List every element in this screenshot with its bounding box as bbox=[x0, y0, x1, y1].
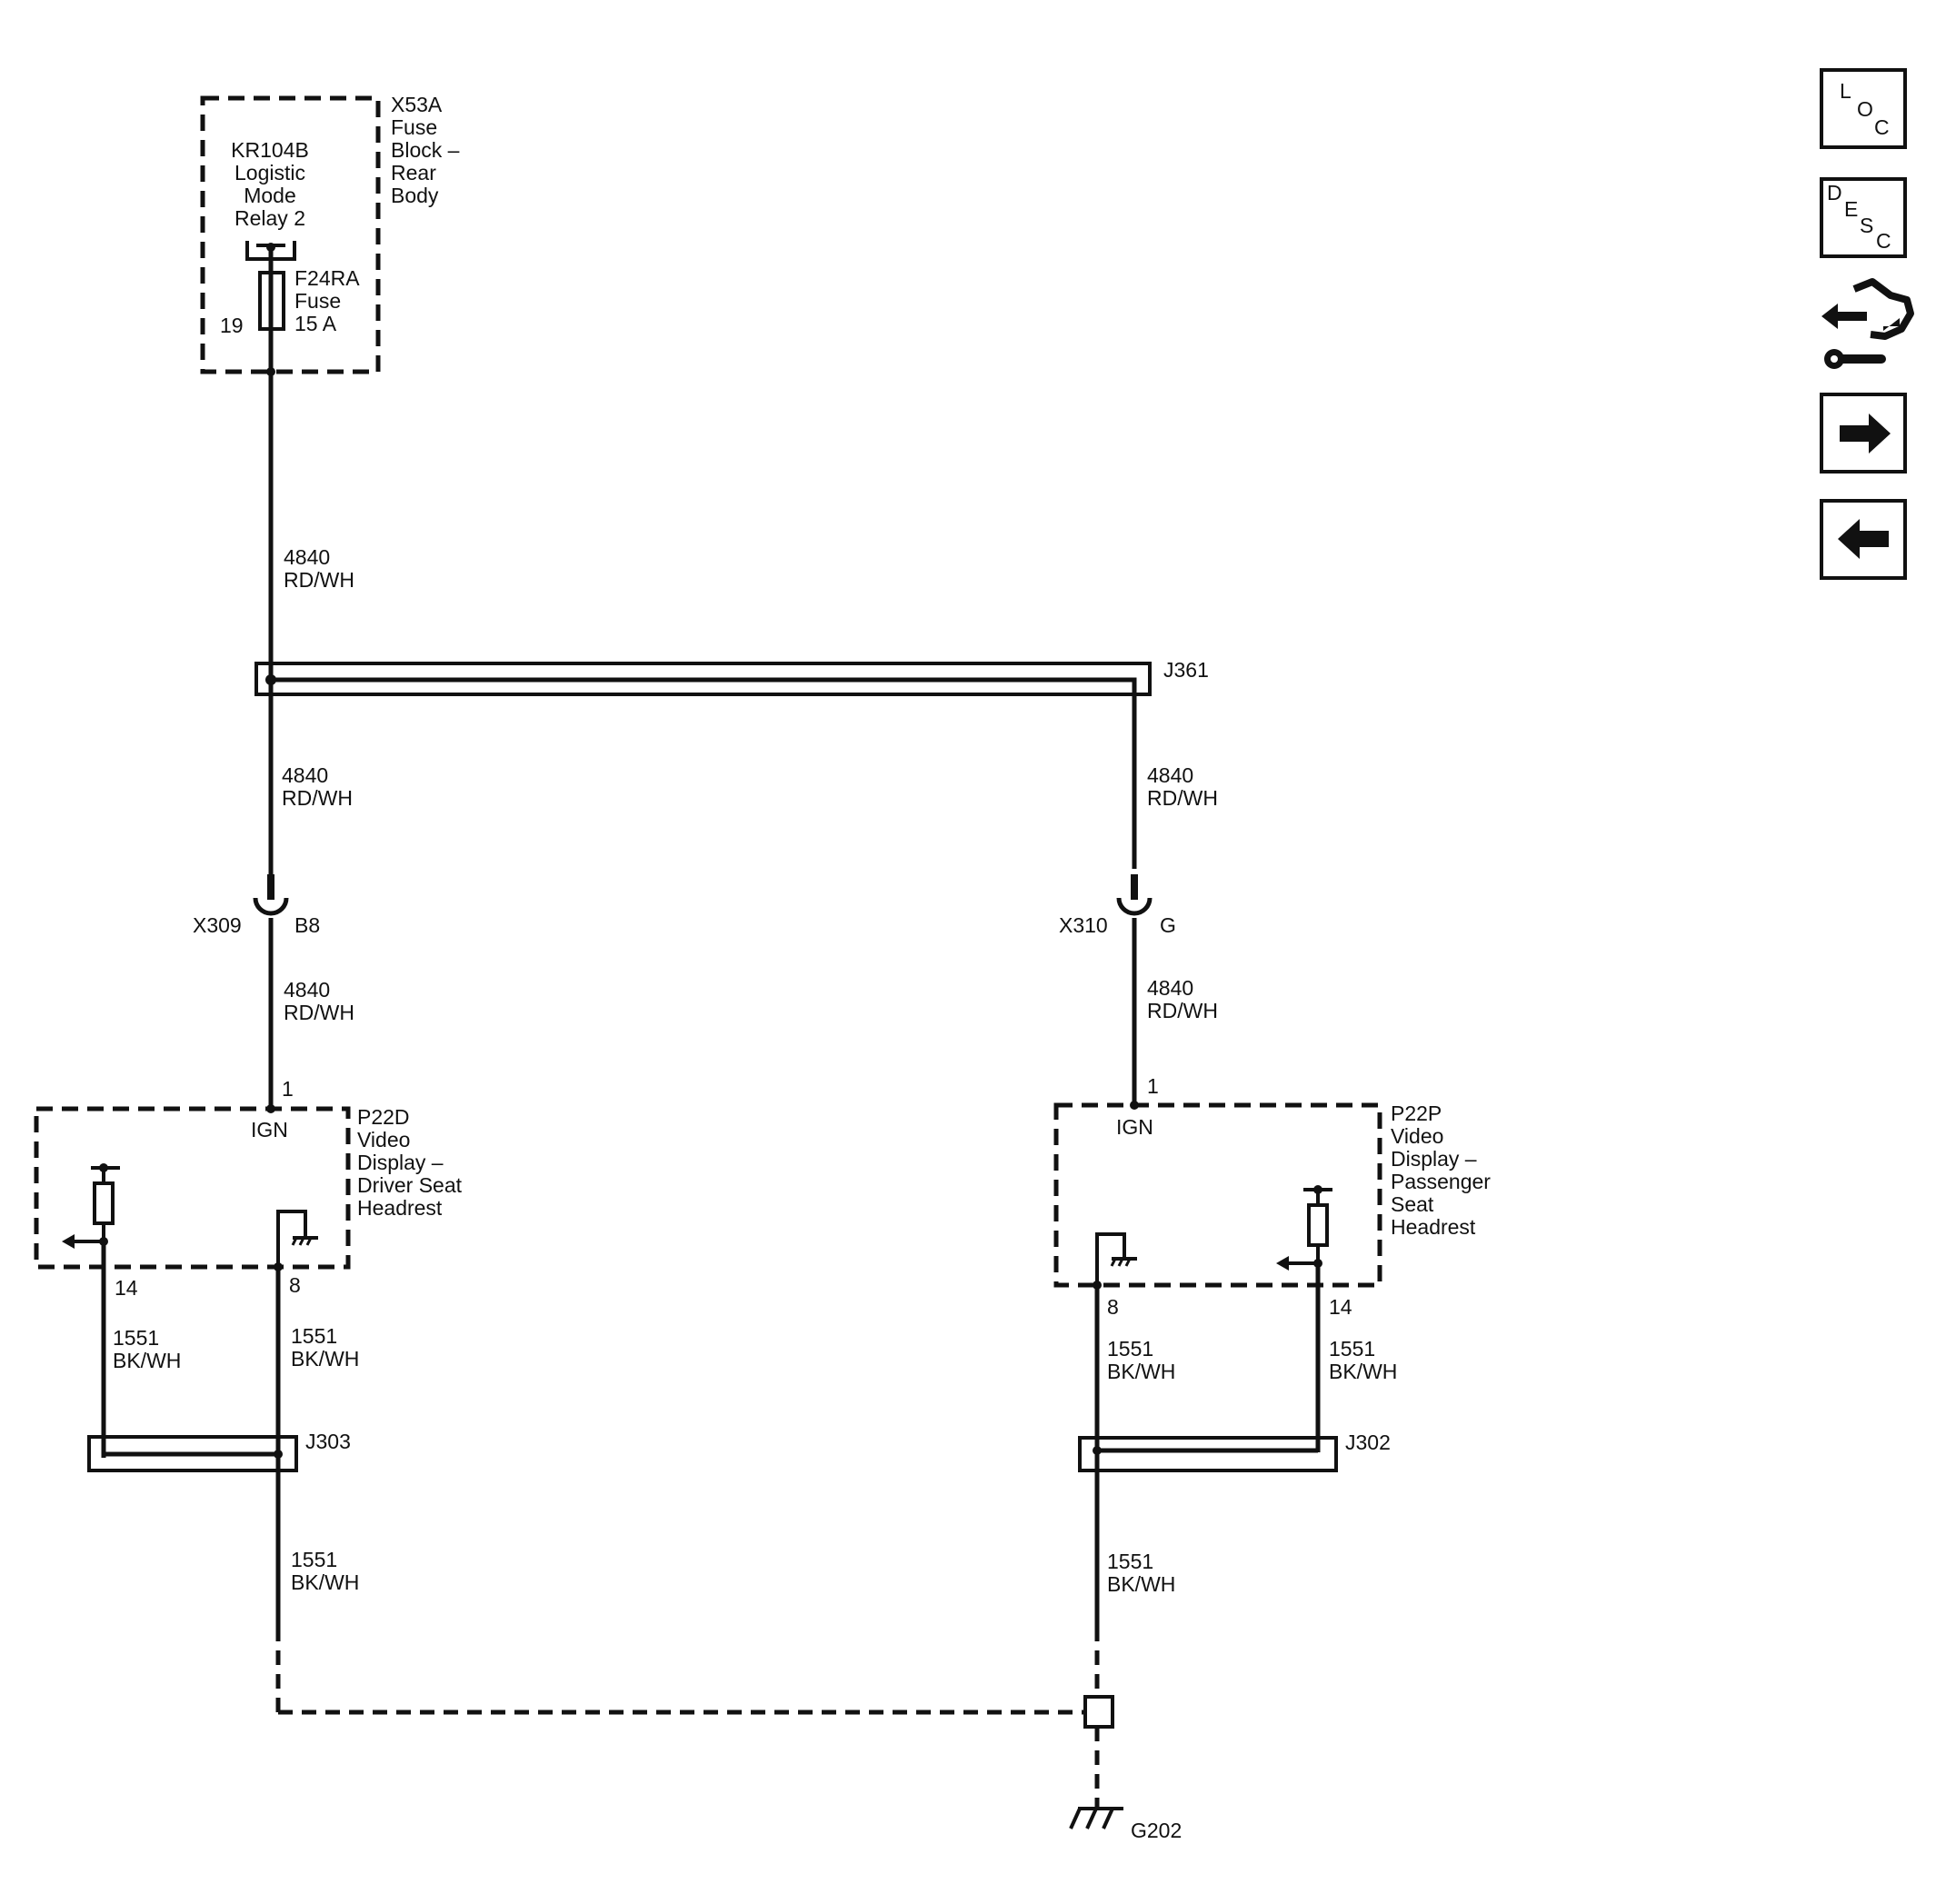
svg-text:KR104B: KR104B bbox=[231, 138, 309, 162]
splice-j302-label: J302 bbox=[1345, 1430, 1391, 1454]
connector-x309-label: X309 bbox=[193, 913, 242, 937]
svg-text:Headrest: Headrest bbox=[357, 1196, 443, 1220]
module-p22p-name: P22P Video Display – Passenger Seat Head… bbox=[1391, 1102, 1491, 1239]
wire-circuit-label: 4840 bbox=[282, 763, 328, 787]
svg-text:Video: Video bbox=[1391, 1124, 1443, 1148]
driver-ign-pin: 1 bbox=[282, 1077, 294, 1101]
wire-color-label: BK/WH bbox=[1107, 1572, 1175, 1596]
svg-text:Headrest: Headrest bbox=[1391, 1215, 1476, 1239]
wire-circuit-label: 1551 bbox=[291, 1324, 337, 1348]
connector-x309 bbox=[253, 874, 289, 916]
module-p22d-name: P22D Video Display – Driver Seat Headres… bbox=[357, 1105, 463, 1220]
connector-x310 bbox=[1116, 874, 1153, 916]
wire-circuit-label: 1551 bbox=[1329, 1337, 1375, 1361]
connector-x310-pin: G bbox=[1160, 913, 1176, 937]
splice-j303 bbox=[87, 1435, 298, 1472]
fuse-pin-label: 19 bbox=[220, 314, 244, 337]
ground-path bbox=[275, 1627, 1114, 1809]
svg-text:Fuse: Fuse bbox=[391, 115, 437, 139]
splice-j361 bbox=[254, 662, 1152, 869]
splice-j302 bbox=[1078, 1436, 1338, 1472]
svg-text:C: C bbox=[1876, 229, 1891, 253]
svg-text:Seat: Seat bbox=[1391, 1192, 1434, 1216]
wire-circuit-label: 4840 bbox=[1147, 976, 1193, 1000]
connector-x309-pin: B8 bbox=[294, 913, 320, 937]
connector-wrench-icon[interactable] bbox=[1821, 278, 1914, 369]
svg-text:Block –: Block – bbox=[391, 138, 460, 162]
driver-ground-pin: 8 bbox=[289, 1273, 301, 1297]
svg-text:Video: Video bbox=[357, 1128, 410, 1151]
svg-text:Rear: Rear bbox=[391, 161, 436, 184]
svg-text:Driver Seat: Driver Seat bbox=[357, 1173, 463, 1197]
wire-color-label: RD/WH bbox=[1147, 999, 1218, 1022]
wire-color-label: BK/WH bbox=[1329, 1360, 1397, 1383]
svg-text:Passenger: Passenger bbox=[1391, 1170, 1491, 1193]
svg-text:Logistic: Logistic bbox=[235, 161, 305, 184]
wire-circuit-label: 4840 bbox=[284, 978, 330, 1002]
passenger-ground-pin: 8 bbox=[1107, 1295, 1119, 1319]
svg-text:L: L bbox=[1840, 79, 1851, 103]
svg-text:Fuse: Fuse bbox=[294, 289, 341, 313]
svg-text:X53A: X53A bbox=[391, 93, 443, 116]
wire-color-label: RD/WH bbox=[282, 786, 353, 810]
output-arrow-icon bbox=[1276, 1256, 1289, 1271]
wire-color-label: RD/WH bbox=[284, 568, 354, 592]
junction-dots bbox=[99, 243, 1322, 1459]
arrow-left-icon[interactable] bbox=[1820, 499, 1907, 580]
wire-color-label: BK/WH bbox=[1107, 1360, 1175, 1383]
svg-text:E: E bbox=[1844, 197, 1858, 221]
svg-text:D: D bbox=[1827, 181, 1842, 204]
wire-circuit-label: 1551 bbox=[291, 1548, 337, 1571]
svg-text:Display –: Display – bbox=[357, 1151, 444, 1174]
wire-circuit-label: 1551 bbox=[1107, 1337, 1153, 1361]
splice-j361-label: J361 bbox=[1163, 658, 1209, 682]
wire-color-label: RD/WH bbox=[284, 1001, 354, 1024]
svg-text:C: C bbox=[1874, 115, 1890, 139]
svg-text:15 A: 15 A bbox=[294, 312, 337, 335]
svg-text:Relay 2: Relay 2 bbox=[235, 206, 305, 230]
driver-ign-label: IGN bbox=[251, 1118, 288, 1141]
driver-signal-pin: 14 bbox=[115, 1276, 138, 1300]
connector-x310-label: X310 bbox=[1059, 913, 1108, 937]
splice-j303-label: J303 bbox=[305, 1430, 351, 1453]
ground-g202-icon bbox=[1069, 1807, 1123, 1829]
wire-circuit-label: 1551 bbox=[113, 1326, 159, 1350]
passenger-ign-label: IGN bbox=[1116, 1115, 1153, 1139]
svg-text:Display –: Display – bbox=[1391, 1147, 1477, 1171]
fuse-label: F24RA Fuse 15 A bbox=[294, 266, 360, 335]
svg-text:P22D: P22D bbox=[357, 1105, 410, 1129]
passenger-signal-pin: 14 bbox=[1329, 1295, 1352, 1319]
passenger-ign-pin: 1 bbox=[1147, 1074, 1159, 1098]
relay-label: KR104B Logistic Mode Relay 2 bbox=[231, 138, 309, 230]
output-arrow-icon bbox=[62, 1234, 75, 1249]
svg-text:Body: Body bbox=[391, 184, 439, 207]
wire-circuit-label: 1551 bbox=[1107, 1550, 1153, 1573]
svg-text:F24RA: F24RA bbox=[294, 266, 360, 290]
svg-text:P22P: P22P bbox=[1391, 1102, 1442, 1125]
wire-circuit-label: 4840 bbox=[1147, 763, 1193, 787]
module-p22p bbox=[1053, 1102, 1382, 1288]
svg-text:Mode: Mode bbox=[244, 184, 296, 207]
ground-splice bbox=[1083, 1695, 1114, 1729]
ground-g202-label: G202 bbox=[1131, 1819, 1182, 1842]
svg-text:O: O bbox=[1857, 97, 1873, 121]
wire-color-label: BK/WH bbox=[113, 1349, 181, 1372]
fuse-block-name: X53A Fuse Block – Rear Body bbox=[391, 93, 460, 207]
wire-color-label: BK/WH bbox=[291, 1347, 359, 1371]
module-p22d bbox=[34, 1106, 351, 1270]
arrow-right-icon[interactable] bbox=[1820, 393, 1907, 474]
wire-color-label: RD/WH bbox=[1147, 786, 1218, 810]
wire-color-label: BK/WH bbox=[291, 1570, 359, 1594]
svg-text:S: S bbox=[1860, 214, 1873, 237]
loc-icon[interactable]: L O C bbox=[1820, 68, 1907, 149]
desc-icon[interactable]: D E S C bbox=[1820, 177, 1907, 258]
wire-circuit-label: 4840 bbox=[284, 545, 330, 569]
